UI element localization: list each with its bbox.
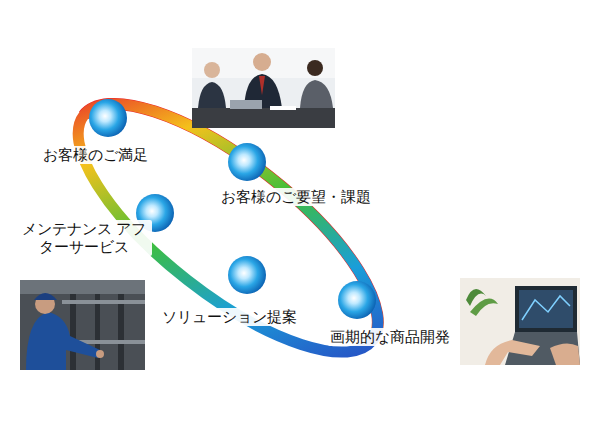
blue-sphere: [88, 98, 128, 138]
meeting-photo: [192, 48, 335, 128]
node-label: 画期的な商品開発: [328, 328, 452, 346]
blue-sphere: [227, 142, 267, 182]
node-label: お客様のご満足: [41, 146, 150, 164]
node-label: ソリューション提案: [160, 308, 299, 326]
node-label: メンテナンス アフターサービス: [16, 220, 152, 256]
node-label: お客様のご要望・課題: [219, 188, 373, 206]
maintenance-photo: [20, 280, 145, 370]
blue-sphere: [227, 255, 267, 295]
laptop-photo: [460, 278, 580, 365]
blue-sphere: [337, 280, 377, 320]
